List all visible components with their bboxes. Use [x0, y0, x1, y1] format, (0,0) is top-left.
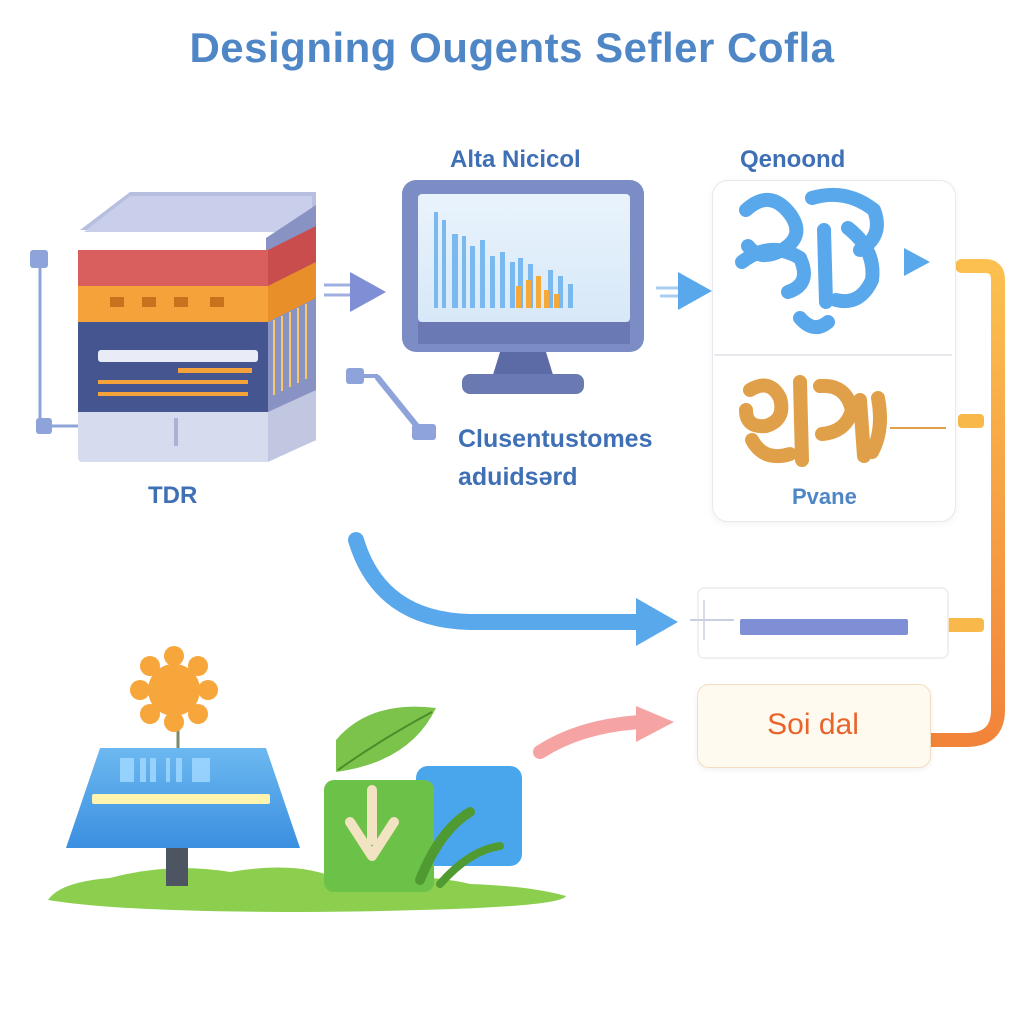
- customer-dashboard-label-line2: aduidsərd: [458, 463, 578, 491]
- progress-bar-box: [690, 587, 949, 659]
- pink-arrow: [533, 706, 674, 759]
- results-panel: [712, 180, 956, 522]
- social-node-box: [697, 684, 931, 768]
- arrow-server-to-monitor: [324, 272, 386, 312]
- orange-bus-connector: [923, 259, 1005, 747]
- left-bracket-connector: [30, 250, 80, 434]
- social-node-label: Soi dal: [767, 708, 859, 741]
- curved-blue-arrow: [348, 532, 678, 646]
- panel-divider: [714, 354, 952, 356]
- server-label: TDR: [148, 482, 198, 509]
- green-download-box-icon: [324, 706, 522, 892]
- solar-panel-icon: [66, 748, 300, 886]
- arrow-monitor-to-panel: [656, 272, 712, 310]
- customer-dashboard-label-line1: Clusentustomes: [458, 425, 653, 453]
- monitor-label: Alta Nicicol: [450, 146, 581, 173]
- sun-icon: [130, 646, 218, 752]
- customer-dashboard-label: Clusentustomes aduidsərd: [458, 420, 652, 496]
- arrow-server-to-customer-dashboard: [346, 368, 436, 440]
- panel-label: Qenoond: [740, 146, 846, 173]
- grass-ground: [48, 867, 566, 912]
- server-stack-icon: [78, 192, 316, 462]
- panel-bottom-label: Pvane: [792, 484, 857, 509]
- diagram-title: Designing Ougents Sefler Cofla: [189, 24, 835, 71]
- monitor-analytics-icon: [402, 180, 644, 394]
